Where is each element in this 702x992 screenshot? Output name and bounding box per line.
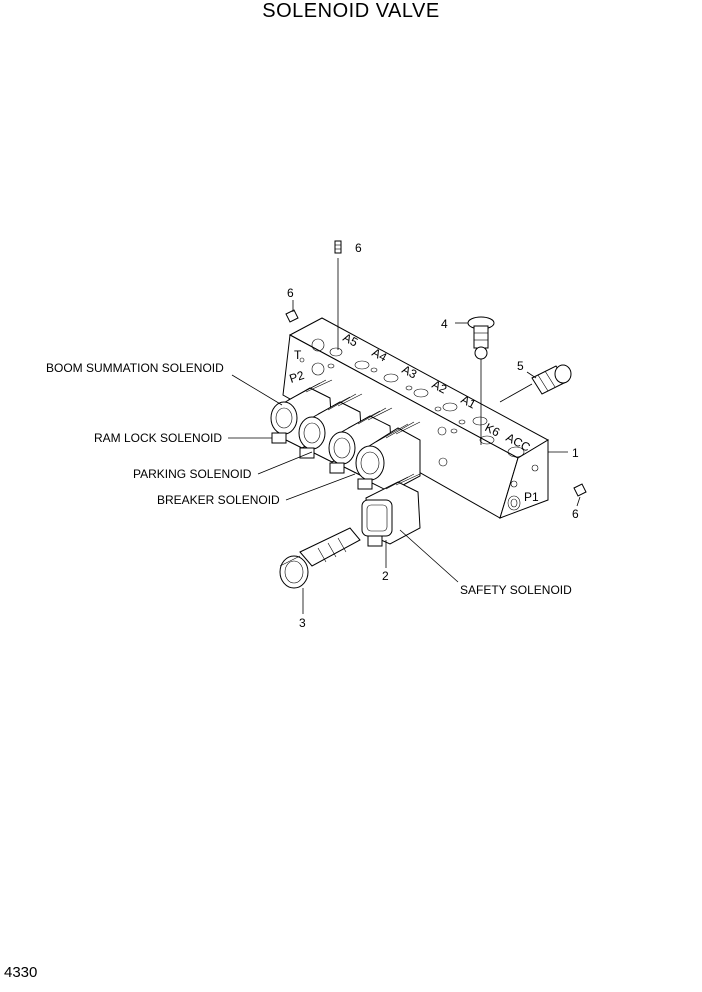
callout-ram-lock-solenoid: RAM LOCK SOLENOID <box>94 431 222 445</box>
port-label-k6: K6 <box>483 420 503 439</box>
cartridge-valve <box>279 527 361 589</box>
callout-parking-solenoid: PARKING SOLENOID <box>133 467 252 481</box>
fitting-part-4 <box>467 316 495 360</box>
port-label-a1: A1 <box>459 392 479 411</box>
port-label-a5: A5 <box>341 330 361 349</box>
solenoid-coil-breaker <box>355 421 421 493</box>
page-title: SOLENOID VALVE <box>262 0 440 22</box>
plug-part-6-left <box>285 309 299 323</box>
page-number: 4330 <box>4 964 38 981</box>
port-label-a4: A4 <box>370 345 390 364</box>
plug-part-6-top <box>334 240 342 254</box>
port-label-a2: A2 <box>430 377 450 396</box>
plug-part-6-right <box>573 483 587 497</box>
callout-safety-solenoid: SAFETY SOLENOID <box>460 583 572 597</box>
port-label-p1: P1 <box>524 490 539 504</box>
part-number-5: 5 <box>517 359 524 373</box>
part-number-6-right: 6 <box>572 507 579 521</box>
port-label-p2: P2 <box>288 368 307 386</box>
part-number-2: 2 <box>382 569 389 583</box>
part-number-1: 1 <box>572 446 579 460</box>
manifold-block <box>282 317 550 519</box>
port-label-a3: A3 <box>400 362 420 381</box>
part-number-4: 4 <box>441 317 448 331</box>
part-number-3: 3 <box>299 616 306 630</box>
solenoid-coil-safety <box>361 473 421 547</box>
callout-breaker-solenoid: BREAKER SOLENOID <box>157 493 280 507</box>
leader-lines <box>228 258 581 614</box>
fitting-part-5 <box>531 364 572 395</box>
port-label-t: T <box>294 348 302 362</box>
part-number-6-top: 6 <box>355 241 362 255</box>
callout-boom-summation-solenoid: BOOM SUMMATION SOLENOID <box>46 361 224 375</box>
part-number-6-left: 6 <box>287 286 294 300</box>
